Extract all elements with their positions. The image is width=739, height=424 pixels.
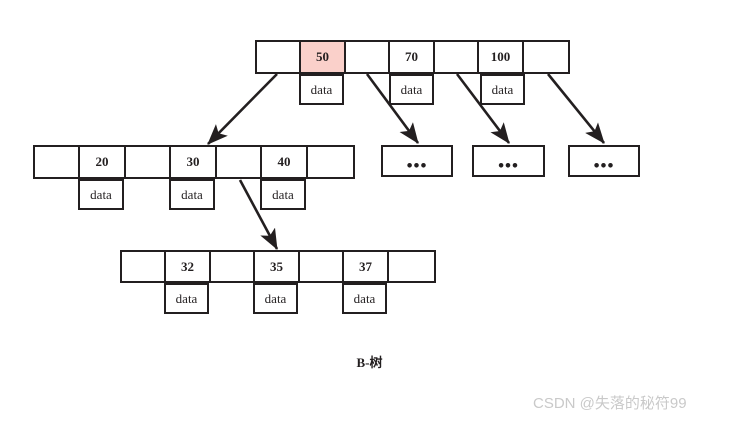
leaf-pointer-1[interactable]	[211, 252, 255, 281]
internal-left-key-30[interactable]: 30	[171, 147, 217, 177]
internal-left-pointer-0[interactable]	[35, 147, 80, 177]
leaf-key-37[interactable]: 37	[344, 252, 389, 281]
leaf-data-35: data	[253, 283, 298, 314]
root-data-70: data	[389, 74, 434, 105]
ellipsis-node-3[interactable]: •••	[568, 145, 640, 177]
ellipsis-dots: •••	[406, 155, 428, 175]
leaf-pointer-2[interactable]	[300, 252, 344, 281]
root-key-100[interactable]: 100	[479, 42, 524, 72]
root-pointer-1[interactable]	[346, 42, 390, 72]
internal-left-pointer-2[interactable]	[217, 147, 262, 177]
leaf-pointer-3[interactable]	[389, 252, 434, 281]
ellipsis-node-2[interactable]: •••	[472, 145, 545, 177]
root-key-70[interactable]: 70	[390, 42, 435, 72]
edge-root-to-ellipsis-3	[546, 73, 606, 144]
root-key-50[interactable]: 50	[301, 42, 346, 72]
ellipsis-node-1[interactable]: •••	[381, 145, 453, 177]
ellipsis-dots: •••	[593, 155, 615, 175]
root-data-50: data	[299, 74, 344, 105]
leaf-key-32[interactable]: 32	[166, 252, 211, 281]
root-data-100: data	[480, 74, 525, 105]
internal-left-data-30: data	[169, 179, 215, 210]
diagram-caption: B-树	[356, 355, 383, 370]
root-pointer-2[interactable]	[435, 42, 479, 72]
internal-left-pointer-1[interactable]	[126, 147, 171, 177]
leaf-node[interactable]: 32 35 37	[120, 250, 436, 283]
root-pointer-0[interactable]	[257, 42, 301, 72]
root-node[interactable]: 50 70 100	[255, 40, 570, 74]
internal-left-key-40[interactable]: 40	[262, 147, 308, 177]
internal-left-data-40: data	[260, 179, 306, 210]
leaf-data-37: data	[342, 283, 387, 314]
leaf-key-35[interactable]: 35	[255, 252, 300, 281]
internal-node-left[interactable]: 20 30 40	[33, 145, 355, 179]
watermark: CSDN @失落的秘符99	[533, 395, 687, 412]
internal-left-key-20[interactable]: 20	[80, 147, 126, 177]
leaf-data-32: data	[164, 283, 209, 314]
internal-left-pointer-3[interactable]	[308, 147, 353, 177]
leaf-pointer-0[interactable]	[122, 252, 166, 281]
ellipsis-dots: •••	[498, 155, 519, 175]
internal-left-data-20: data	[78, 179, 124, 210]
edge-root-to-left	[207, 73, 278, 145]
root-pointer-3[interactable]	[524, 42, 568, 72]
